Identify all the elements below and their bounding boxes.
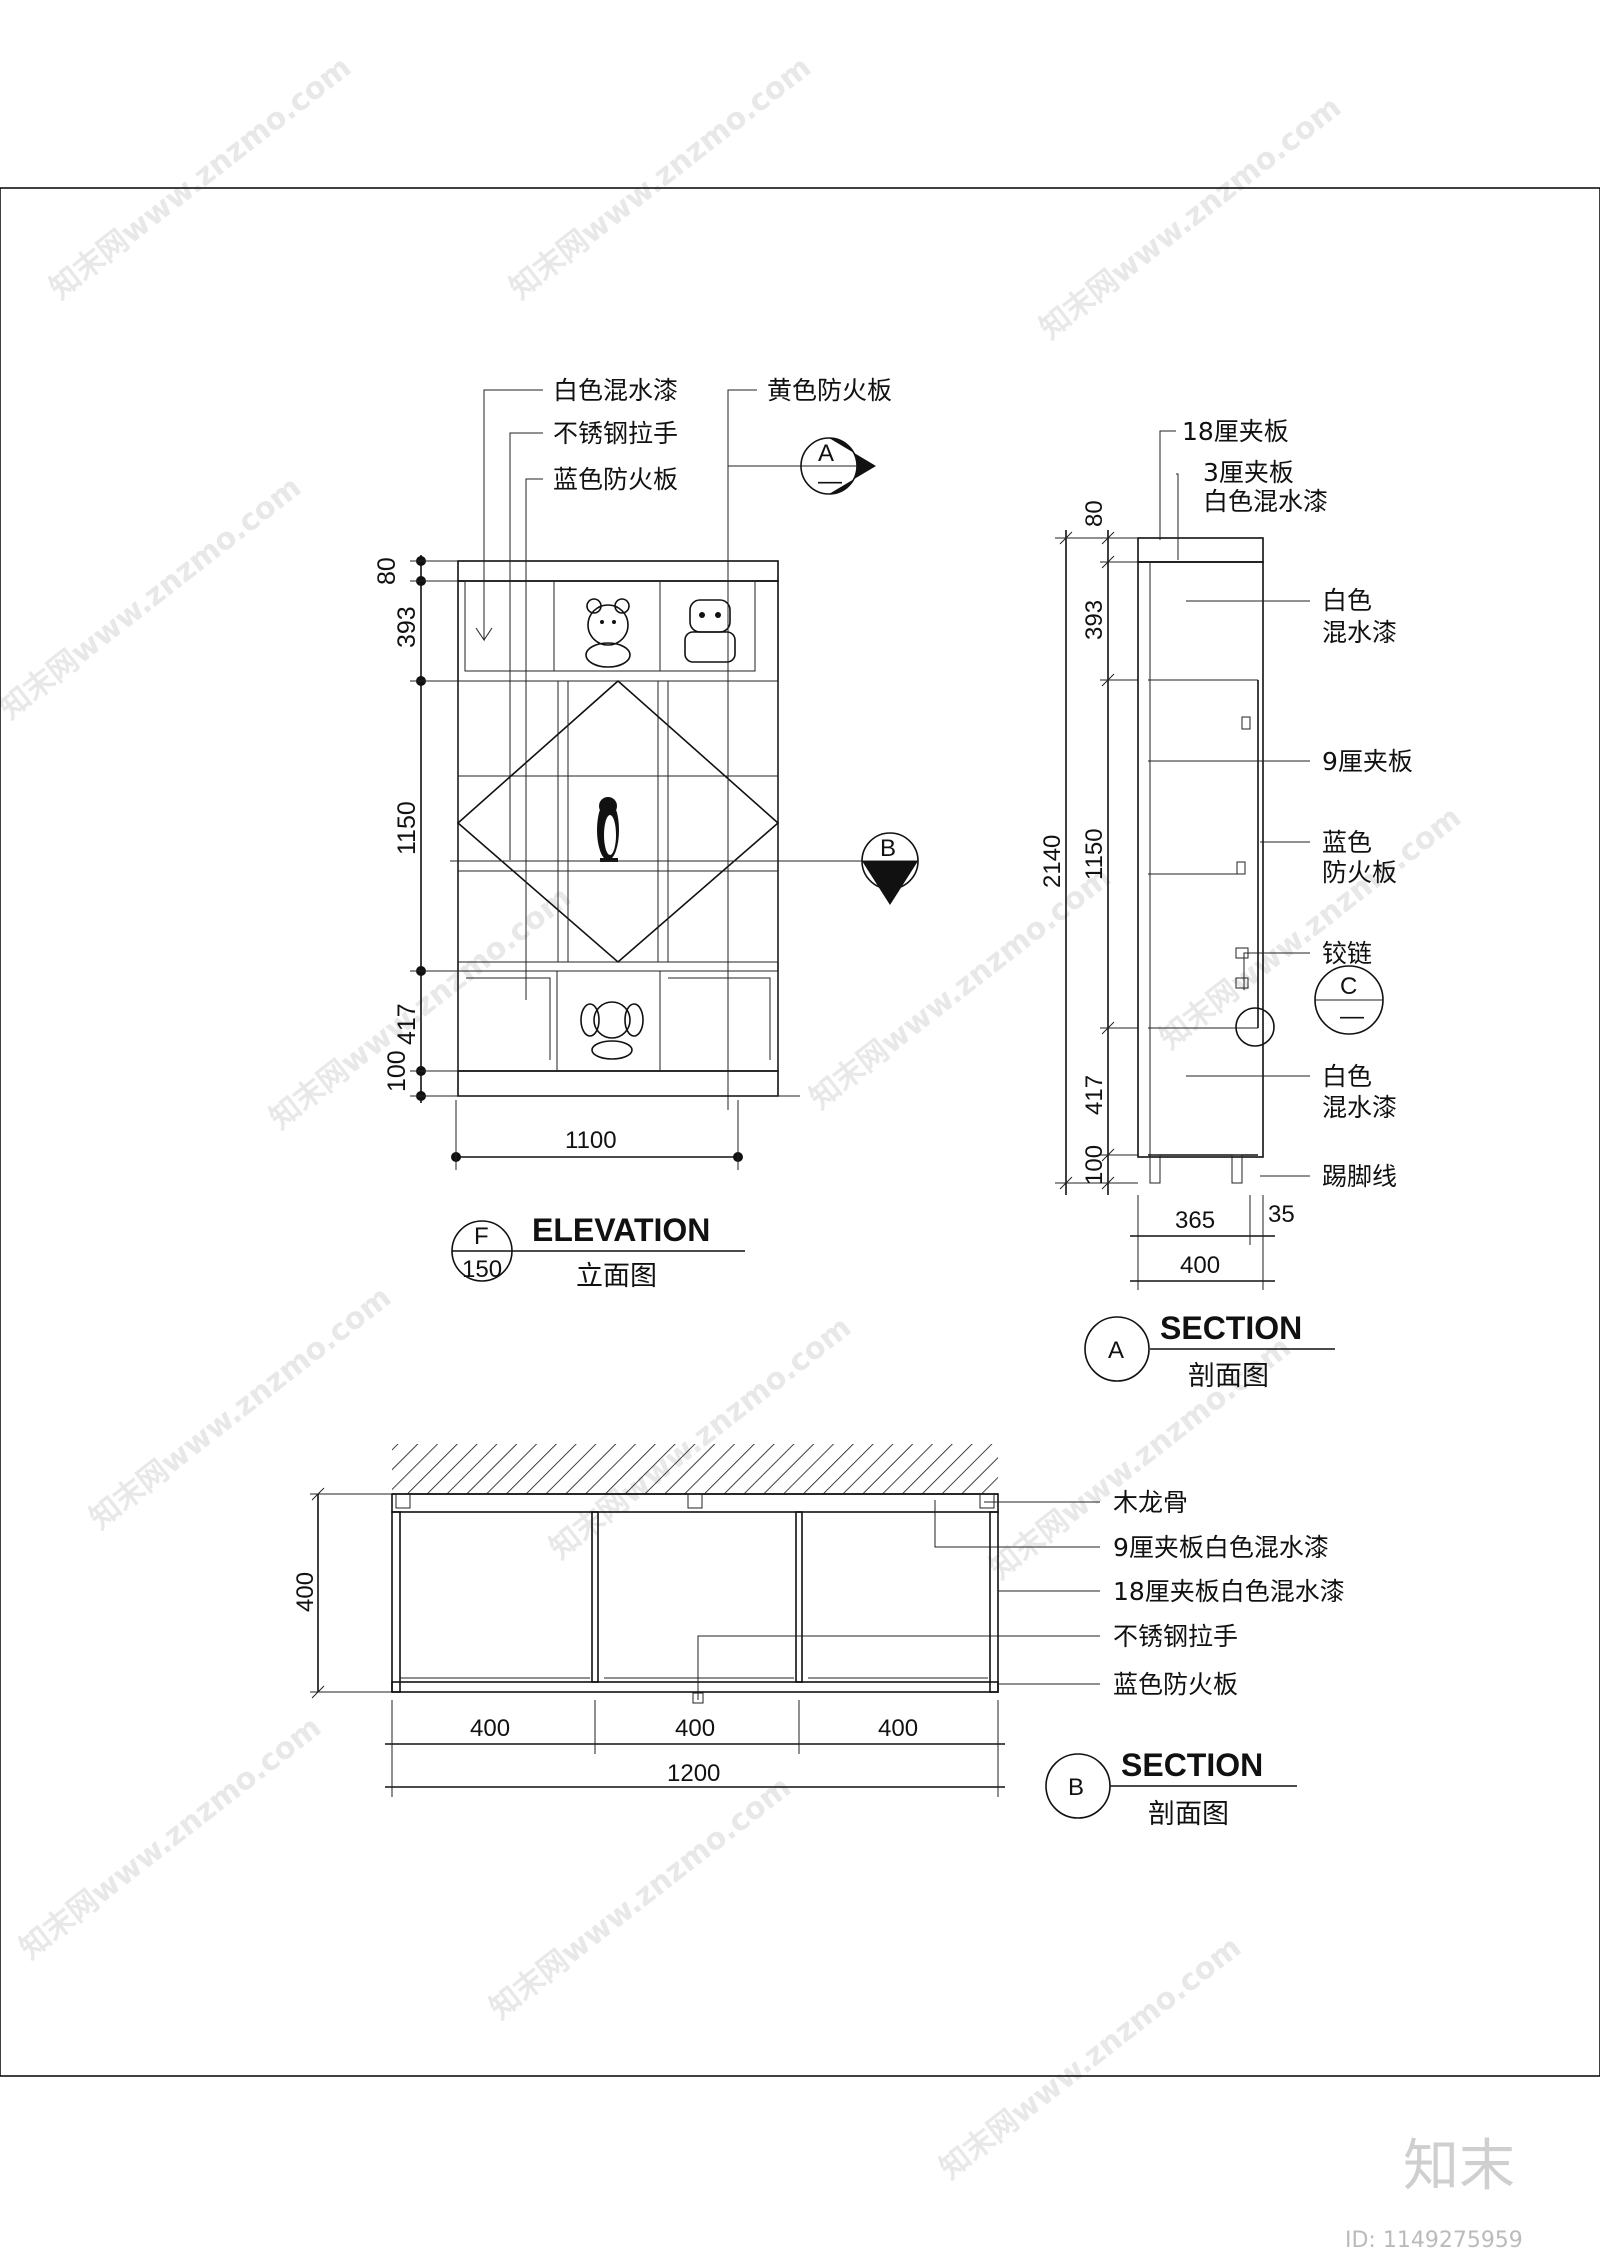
callout-9mm-ply: 9厘夹板 [1322, 747, 1413, 776]
callout-blue: 蓝色 [1322, 828, 1372, 857]
sec-a-dim-1150: 1150 [1081, 828, 1108, 880]
section-b-title-cn: 剖面图 [1148, 1799, 1229, 1830]
callout-paint: 混水漆 [1322, 1093, 1397, 1122]
watermark-text: 知末网www.znzmo.com [483, 1770, 798, 2027]
callout-white: 白色 [1322, 1062, 1372, 1091]
sec-a-dim-417: 417 [1081, 1075, 1108, 1115]
panel-dotted [657, 870, 779, 963]
sec-a-dim-35: 35 [1268, 1201, 1295, 1228]
callout-blue-fireboard: 蓝色防火板 [1113, 1670, 1238, 1699]
panel-dotted [457, 680, 559, 777]
watermark-text: 知末网www.znzmo.com [1033, 90, 1348, 347]
watermark-text: 知末网www.znzmo.com [933, 1930, 1248, 2187]
sheet-border [0, 187, 1600, 2077]
section-b-code: B [1068, 1774, 1084, 1801]
sec-a-dim-2140: 2140 [1039, 835, 1066, 888]
section-marker-b: B — [450, 832, 919, 905]
section-a-title: A SECTION 剖面图 [1084, 1310, 1335, 1392]
sec-b-dim-400: 400 [470, 1715, 510, 1742]
section-marker-a: A — [800, 437, 876, 495]
panel-wood [457, 775, 559, 872]
section-b-title-en: SECTION [1121, 1747, 1263, 1783]
detail-c-sheet: — [1340, 1003, 1364, 1030]
sec-a-dim-393: 393 [1081, 600, 1108, 640]
section-b-title: B SECTION 剖面图 [1045, 1747, 1297, 1830]
panel-wood [557, 680, 659, 777]
watermark-layer: 知末网www.znzmo.com 知末网www.znzmo.com 知末网www… [0, 50, 1468, 2187]
callout-3mm-ply: 3厘夹板 [1203, 458, 1294, 487]
callout-paint: 混水漆 [1322, 618, 1397, 647]
puppy-figure [580, 1001, 644, 1060]
penguin-figure [597, 797, 619, 862]
sec-b-dim-400: 400 [878, 1715, 918, 1742]
sec-b-dim-depth: 400 [292, 1572, 319, 1612]
watermark-text: 知末网www.znzmo.com [43, 50, 358, 307]
callout-skirting: 踢脚线 [1322, 1162, 1397, 1191]
callout-hinge: 铰链 [1322, 939, 1372, 968]
elevation-title-cn: 立面图 [576, 1261, 657, 1292]
sec-b-dim-400: 400 [675, 1715, 715, 1742]
section-b-sheet: — [880, 863, 904, 890]
elev-dim-100: 100 [383, 1050, 411, 1092]
section-a-title-en: SECTION [1160, 1310, 1302, 1346]
elev-dim-417: 417 [393, 1003, 421, 1045]
panel-wood [557, 870, 659, 963]
teddy-bear-figure [585, 598, 631, 668]
brand-logo: 知末 [1403, 2134, 1515, 2199]
cabinet-plinth [457, 1070, 779, 1097]
callout-white: 白色 [1322, 586, 1372, 615]
watermark-text: 知末网www.znzmo.com [543, 1310, 858, 1567]
panel-dotted [657, 680, 779, 777]
sec-a-dim-400: 400 [1180, 1252, 1220, 1279]
callout-wood-batten: 木龙骨 [1113, 1488, 1188, 1517]
sec-b-dim-1200: 1200 [667, 1760, 720, 1787]
callout-9mm-ply-white: 9厘夹板白色混水漆 [1113, 1533, 1329, 1562]
cabinet-top [457, 560, 779, 582]
elevation-code: F [474, 1223, 489, 1250]
elevation-title: F 150 ELEVATION 立面图 [451, 1212, 745, 1292]
elev-width-dim: 1100 [565, 1127, 617, 1154]
section-a-dim-ticks [1055, 531, 1138, 1190]
watermark-text: 知末网www.znzmo.com [1153, 800, 1468, 1057]
elev-dim-393: 393 [393, 606, 421, 648]
callout-18mm-ply-white: 18厘夹板白色混水漆 [1113, 1577, 1345, 1606]
elev-dim-80: 80 [373, 557, 401, 585]
callout-blue-fireboard: 蓝色防火板 [553, 465, 678, 494]
watermark-text: 知末网www.znzmo.com [83, 1280, 398, 1537]
detail-marker-c: C — [1235, 965, 1384, 1047]
image-id: ID: 1149275959 [1345, 2228, 1523, 2253]
section-b-view: 木龙骨 9厘夹板白色混水漆 18厘夹板白色混水漆 不锈钢拉手 蓝色防火板 400… [292, 1444, 1345, 1830]
robot-toy-figure [684, 599, 736, 663]
section-a-sheet: — [818, 468, 842, 495]
elevation-scale: 150 [462, 1256, 502, 1283]
sec-a-dim-365: 365 [1175, 1207, 1215, 1234]
callout-yellow-fireboard: 黄色防火板 [767, 376, 892, 405]
callout-fireboard: 防火板 [1322, 858, 1397, 887]
section-a-code: A [1108, 1337, 1124, 1364]
elevation-view: 白色混水漆 不锈钢拉手 蓝色防火板 黄色防火板 A — B — [373, 376, 919, 1292]
callout-stainless-handle: 不锈钢拉手 [553, 419, 678, 448]
sec-a-dim-80: 80 [1081, 500, 1108, 527]
watermark-text: 知末网www.znzmo.com [503, 50, 818, 307]
callout-white-paint: 白色混水漆 [1203, 487, 1328, 516]
panel-wood [657, 775, 779, 872]
watermark-text: 知末网www.znzmo.com [803, 860, 1118, 1117]
callout-white-paint: 白色混水漆 [553, 376, 678, 405]
elevation-dim-ticks [410, 556, 800, 1101]
section-a-title-cn: 剖面图 [1188, 1361, 1269, 1392]
detail-c-letter: C [1340, 973, 1357, 1000]
elev-dim-1150: 1150 [393, 801, 421, 855]
watermark-text: 知末网www.znzmo.com [13, 1710, 328, 1967]
callout-18mm-ply: 18厘夹板 [1182, 417, 1289, 446]
callout-stainless-handle: 不锈钢拉手 [1113, 1622, 1238, 1651]
section-a-view: 18厘夹板 3厘夹板 白色混水漆 白色 混水漆 9厘夹板 蓝色 防火板 铰链 白… [1039, 417, 1413, 1392]
section-b-letter: B [880, 835, 896, 862]
sec-a-dim-100: 100 [1081, 1145, 1108, 1185]
watermark-text: 知末网www.znzmo.com [0, 470, 308, 727]
section-a-letter: A [818, 440, 834, 467]
wall-hatch [392, 1444, 998, 1494]
elevation-title-en: ELEVATION [532, 1212, 710, 1248]
